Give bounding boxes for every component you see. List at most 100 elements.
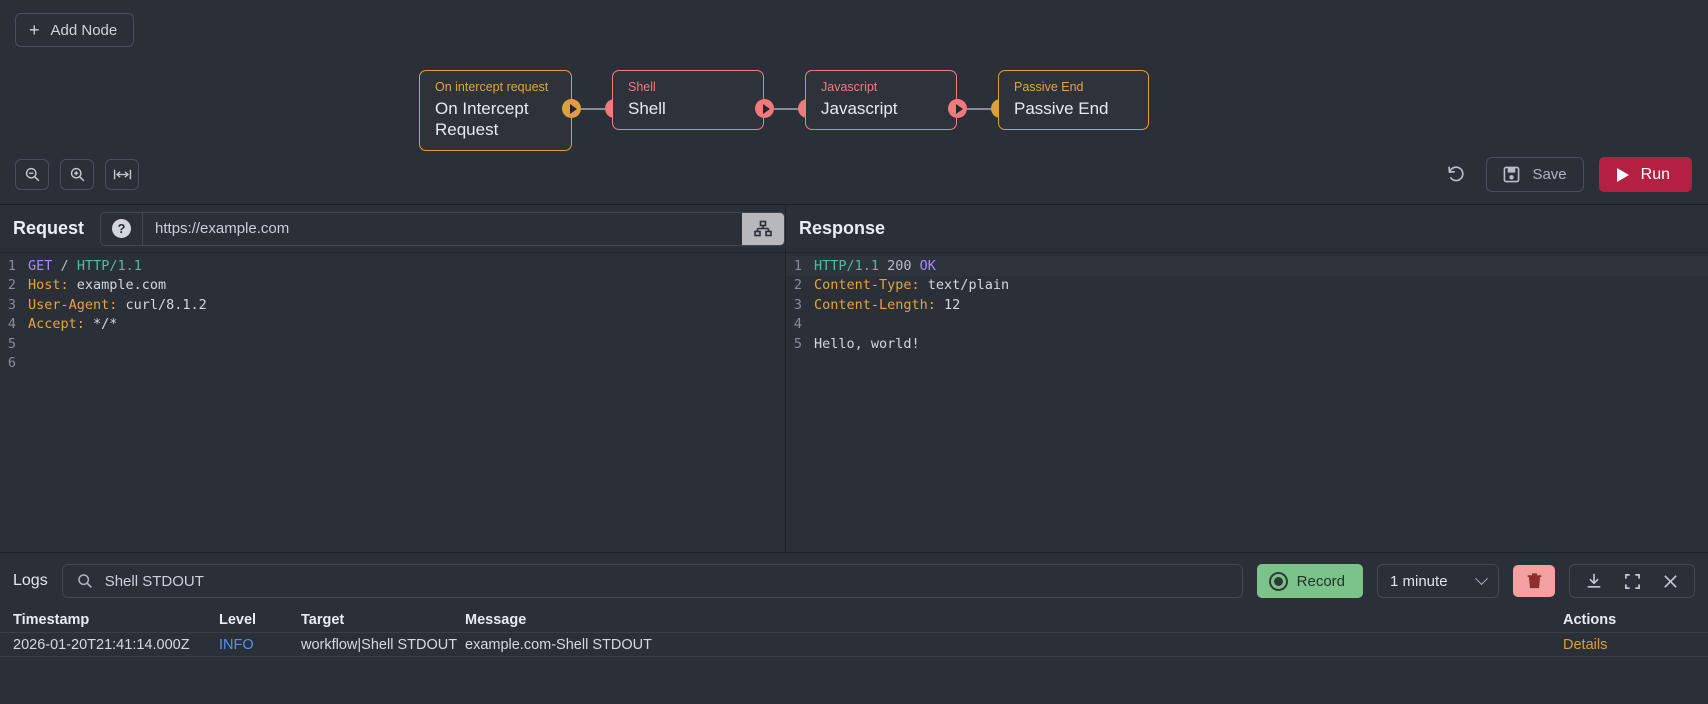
line-content: Content-Length: 12: [814, 296, 961, 313]
add-node-button[interactable]: + Add Node: [15, 13, 135, 47]
line-content: Hello, world!: [814, 335, 920, 352]
url-sitemap-button[interactable]: [742, 212, 784, 245]
workflow-node-on-intercept-request[interactable]: On intercept request On Intercept Reques…: [419, 70, 572, 152]
url-input[interactable]: https://example.com: [155, 220, 290, 237]
line-number: 1: [793, 257, 802, 274]
line-number: 6: [7, 355, 16, 372]
line-content: User-Agent: curl/8.1.2: [28, 296, 207, 313]
zoom-out-icon: [25, 167, 39, 182]
cell-timestamp: 2026-01-20T21:41:14.000Z: [13, 636, 190, 653]
line-content: Accept: */*: [28, 316, 118, 333]
column-message: Message: [465, 611, 527, 628]
undo-icon: [1448, 166, 1464, 182]
fit-width-button[interactable]: [105, 159, 139, 190]
response-title: Response: [799, 218, 886, 238]
node-output-port-2[interactable]: [755, 99, 774, 118]
logs-table: Timestamp Level Target Message Actions 2…: [0, 609, 1708, 704]
canvas-zoom-controls: [15, 159, 139, 190]
logs-search-input[interactable]: [104, 572, 1228, 590]
code-line: 2 Content-Type: text/plain: [786, 276, 1708, 296]
code-line: 2 Host: example.com: [0, 276, 785, 296]
edge-1-2: [581, 108, 605, 110]
line-number: 3: [7, 296, 16, 313]
save-button[interactable]: Save: [1486, 157, 1584, 192]
node-title-label: Shell: [628, 98, 666, 118]
column-actions: Actions: [1563, 611, 1617, 628]
line-number: 4: [793, 316, 802, 333]
details-link[interactable]: Details: [1563, 636, 1608, 653]
download-logs-button[interactable]: [1578, 567, 1610, 595]
logs-tools: [1569, 564, 1695, 598]
workflow-node-javascript[interactable]: Javascript Javascript: [805, 70, 957, 131]
column-target: Target: [301, 611, 345, 628]
workflow-node-shell[interactable]: Shell Shell: [612, 70, 764, 131]
line-number: 4: [7, 316, 16, 333]
logs-interval-select[interactable]: 1 minute: [1377, 564, 1499, 598]
code-line: 4 Accept: */*: [0, 315, 785, 335]
node-kind-label: Passive End: [1014, 80, 1084, 94]
fullscreen-logs-button[interactable]: [1616, 567, 1648, 595]
code-line: 6: [0, 354, 785, 374]
zoom-out-button[interactable]: [15, 159, 49, 190]
logs-panel: Logs Record 1 minute: [0, 552, 1708, 704]
record-icon: [1270, 573, 1286, 589]
node-kind-label: Javascript: [821, 80, 878, 94]
fullscreen-icon: [1624, 573, 1640, 589]
logs-search[interactable]: [61, 564, 1243, 598]
code-line: 4: [786, 315, 1708, 335]
zoom-in-icon: [70, 167, 84, 182]
workflow-canvas[interactable]: + Add Node On intercept request On Inter…: [0, 0, 1708, 205]
column-timestamp: Timestamp: [13, 611, 90, 628]
cell-target: workflow|Shell STDOUT: [301, 636, 458, 653]
zoom-in-button[interactable]: [60, 159, 94, 190]
line-number: 5: [7, 335, 16, 352]
chevron-down-icon: [1475, 571, 1488, 585]
download-icon: [1587, 573, 1601, 588]
column-level: Level: [219, 611, 257, 628]
code-line: 3 User-Agent: curl/8.1.2: [0, 295, 785, 315]
canvas-action-bar: Save Run: [1441, 157, 1692, 192]
record-button[interactable]: Record: [1256, 564, 1363, 598]
play-icon: [1616, 167, 1629, 182]
search-icon: [77, 574, 92, 588]
url-help-button[interactable]: ?: [101, 212, 144, 245]
logs-toolbar: Logs Record 1 minute: [0, 553, 1708, 609]
close-icon: [1663, 574, 1677, 588]
request-pane: Request ? https://example.com: [0, 205, 786, 552]
run-label: Run: [1640, 165, 1670, 183]
close-logs-button[interactable]: [1654, 567, 1686, 595]
edge-2-3: [774, 108, 798, 110]
code-line: 5: [0, 334, 785, 354]
line-content: Host: example.com: [28, 277, 167, 294]
help-icon: ?: [112, 219, 132, 238]
line-number: 1: [7, 257, 16, 274]
sitemap-icon: [754, 220, 772, 236]
workflow-node-passive-end[interactable]: Passive End Passive End: [998, 70, 1149, 131]
node-output-port-1[interactable]: [562, 99, 581, 118]
node-title-label: Passive End: [1014, 98, 1109, 118]
line-number: 2: [793, 277, 802, 294]
line-content: Content-Type: text/plain: [814, 277, 1010, 294]
cell-level: INFO: [219, 636, 254, 653]
url-bar[interactable]: ? https://example.com: [100, 211, 785, 246]
node-kind-label: On intercept request: [435, 80, 549, 94]
table-row[interactable]: 2026-01-20T21:41:14.000Z INFO workflow|S…: [0, 633, 1708, 657]
code-line: 3 Content-Length: 12: [786, 295, 1708, 315]
node-output-port-3[interactable]: [948, 99, 967, 118]
undo-button[interactable]: [1441, 159, 1471, 191]
edge-3-4: [967, 108, 991, 110]
clear-logs-button[interactable]: [1513, 565, 1555, 597]
logs-label: Logs: [13, 572, 48, 589]
run-button[interactable]: Run: [1598, 157, 1692, 192]
fit-width-icon: [113, 169, 131, 180]
node-graph: On intercept request On Intercept Reques…: [0, 70, 1708, 165]
line-number: 3: [793, 296, 802, 313]
line-number: 2: [7, 277, 16, 294]
request-title: Request: [13, 218, 85, 238]
